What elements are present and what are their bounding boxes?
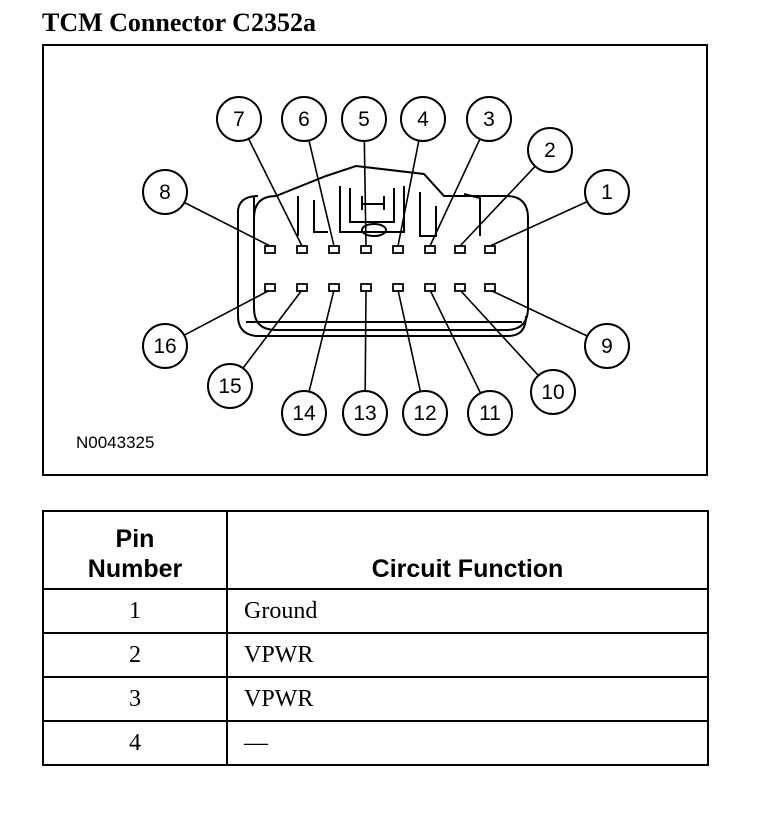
pin-leader-10 [459, 289, 540, 377]
connector-title: TCM Connector C2352a [42, 8, 316, 37]
pin-callout-circle-7 [216, 96, 262, 142]
pin-function-table: Pin Number Circuit Function 1 Ground 2 V… [42, 510, 709, 766]
circuit-function-cell: — [226, 720, 709, 766]
pin-cavity-13 [360, 283, 372, 292]
pin-leader-5 [363, 140, 367, 247]
pin-cavity-6 [328, 245, 340, 254]
pin-leader-1 [489, 200, 588, 247]
pin-callout-label-4: 4 [417, 108, 429, 131]
pin-callout-circle-5 [341, 96, 387, 142]
pin-leader-13 [364, 289, 367, 392]
pin-leader-11 [429, 289, 482, 394]
pin-callout-label-7: 7 [233, 108, 245, 131]
pin-callout-circle-14 [281, 390, 327, 436]
pin-callout-circle-16 [142, 323, 188, 369]
pin-cavities [264, 245, 496, 292]
circuit-function-header: Circuit Function [226, 510, 709, 590]
pin-callout-circle-4 [400, 96, 446, 142]
pin-callout-label-1: 1 [601, 181, 613, 204]
pin-number-cell: 1 [42, 588, 228, 634]
pin-number-cell: 2 [42, 632, 228, 678]
pin-callout-circle-15 [207, 363, 253, 409]
pin-cavity-8 [264, 245, 276, 254]
pin-cavity-14 [328, 283, 340, 292]
pin-callout-label-8: 8 [159, 181, 171, 204]
pin-callout-label-10: 10 [541, 381, 564, 404]
pin-callout-label-5: 5 [358, 108, 370, 131]
pin-cavity-16 [264, 283, 276, 292]
pin-callout-circle-3 [466, 96, 512, 142]
pin-number-cell: 3 [42, 676, 228, 722]
pin-cavity-4 [392, 245, 404, 254]
pin-callout-label-15: 15 [218, 375, 241, 398]
pin-cavity-5 [360, 245, 372, 254]
pin-callout-circle-6 [281, 96, 327, 142]
pin-callout-label-13: 13 [353, 402, 376, 425]
table-row: 1 Ground [42, 588, 709, 634]
circuit-function-cell: VPWR [226, 676, 709, 722]
pin-callout-circle-10 [530, 369, 576, 415]
pin-callout-label-2: 2 [544, 139, 556, 162]
pin-callout-label-16: 16 [153, 335, 176, 358]
pin-cavity-10 [454, 283, 466, 292]
table-row: 3 VPWR [42, 676, 709, 722]
connector-housing [237, 164, 529, 337]
pin-leader-6 [308, 140, 335, 247]
pin-callout-circle-9 [584, 323, 630, 369]
pin-leader-3 [429, 138, 481, 247]
pin-number-header: Pin Number [42, 510, 228, 590]
pin-callout-circle-1 [584, 169, 630, 215]
pin-number-header-line2: Number [87, 555, 183, 583]
table-row: 2 VPWR [42, 632, 709, 678]
pin-leader-16 [183, 289, 271, 336]
pin-callout-label-6: 6 [298, 108, 310, 131]
pin-leader-8 [183, 201, 271, 247]
pin-callout-circle-8 [142, 169, 188, 215]
pin-number-header-line1: Pin [115, 525, 155, 553]
pin-callout-circle-12 [402, 390, 448, 436]
pin-callout-label-3: 3 [483, 108, 495, 131]
pin-callout-label-14: 14 [292, 402, 316, 425]
pin-leader-2 [459, 165, 536, 247]
pin-cavity-12 [392, 283, 404, 292]
pin-callout-label-12: 12 [413, 402, 436, 425]
pin-cavity-2 [454, 245, 466, 254]
pin-cavity-11 [424, 283, 436, 292]
circuit-function-cell: Ground [226, 588, 709, 634]
pin-leader-14 [308, 289, 335, 392]
pin-cavity-7 [296, 245, 308, 254]
table-row: 4 — [42, 720, 709, 766]
pin-number-cell: 4 [42, 720, 228, 766]
pin-cavity-15 [296, 283, 308, 292]
pin-leader-lines [183, 138, 588, 394]
pin-leader-15 [242, 289, 303, 369]
pin-leader-12 [397, 289, 422, 392]
pin-cavity-1 [484, 245, 496, 254]
pin-cavity-3 [424, 245, 436, 254]
pin-callout-circle-2 [527, 127, 573, 173]
pin-callout-circle-11 [467, 390, 513, 436]
pin-callout-circle-13 [342, 390, 388, 436]
pin-leader-4 [397, 140, 420, 247]
table-header-row: Pin Number Circuit Function [42, 510, 709, 590]
pin-leader-7 [247, 138, 303, 247]
pin-leader-9 [489, 289, 588, 337]
pin-callout-label-9: 9 [601, 335, 613, 358]
circuit-function-cell: VPWR [226, 632, 709, 678]
pin-cavity-9 [484, 283, 496, 292]
pin-callout-label-11: 11 [479, 402, 501, 425]
figure-code: N0043325 [76, 433, 154, 452]
